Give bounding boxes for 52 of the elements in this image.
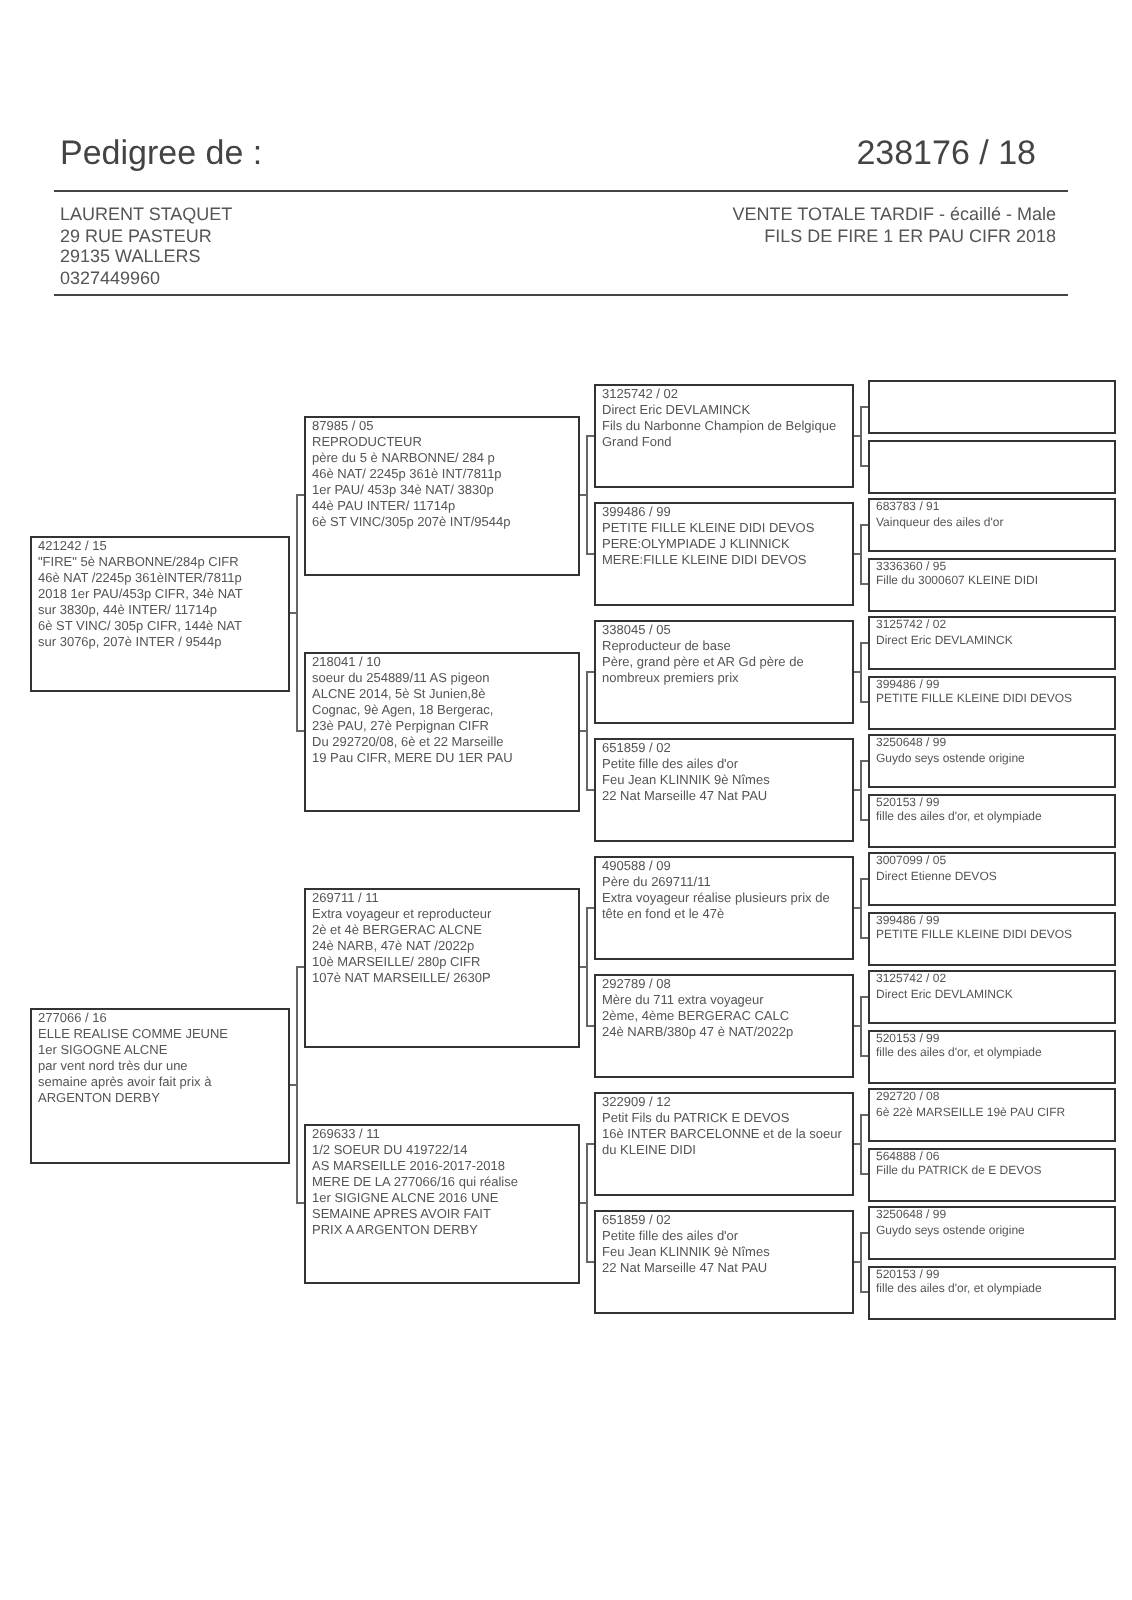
pedigree-box [594, 974, 854, 1078]
pedigree-box [868, 498, 1116, 552]
pedigree-box [594, 1210, 854, 1314]
pedigree-box [304, 1123, 580, 1283]
pedigree-box [868, 675, 1116, 729]
connector-line [853, 553, 869, 585]
owner-text: LAURENT STAQUET [60, 204, 233, 225]
connector-line [289, 1084, 305, 1204]
pedigree-box [304, 651, 580, 811]
pedigree-box [594, 384, 854, 488]
connector-line [853, 435, 869, 467]
pedigree-box [868, 1147, 1116, 1201]
connector-line [853, 789, 869, 821]
connector-line [579, 494, 595, 555]
pedigree-box [594, 620, 854, 724]
connector-line [289, 612, 305, 732]
pedigree-box [594, 502, 854, 606]
pedigree-box [868, 557, 1116, 611]
empty-box [868, 380, 1116, 434]
sale-text: FILS DE FIRE 1 ER PAU CIFR 2018 [764, 225, 1056, 246]
pedigree-box [868, 616, 1116, 670]
pedigree-box [868, 793, 1116, 847]
owner-text: 29135 WALLERS [60, 246, 203, 267]
pedigree-box [30, 1007, 290, 1163]
connector-line [579, 966, 595, 1027]
pedigree-box [868, 1206, 1116, 1260]
connector-line [579, 730, 595, 791]
pedigree-box [594, 738, 854, 842]
pedigree-box [594, 1092, 854, 1196]
connector-line [853, 671, 869, 703]
ring-number: 238176 / 18 [856, 132, 1036, 176]
pedigree-box [868, 852, 1116, 906]
connector-line [853, 907, 869, 939]
connector-line [853, 1261, 869, 1293]
connector-line [579, 1202, 595, 1263]
pedigree-box [868, 911, 1116, 965]
pedigree-box [868, 1088, 1116, 1142]
page-title: Pedigree de : [60, 132, 263, 176]
pedigree-box [868, 970, 1116, 1024]
connector-line [853, 1143, 869, 1175]
owner-text: 29 RUE PASTEUR [60, 225, 214, 246]
pedigree-box [868, 1265, 1116, 1319]
empty-box [868, 439, 1116, 493]
connector-line [853, 1025, 869, 1057]
pedigree-box [594, 856, 854, 960]
sale-text: VENTE TOTALE TARDIF - écaillé - Male [732, 204, 1056, 225]
pedigree-box [304, 415, 580, 575]
pedigree-box [868, 734, 1116, 788]
pedigree-box [304, 887, 580, 1047]
pedigree-box [30, 535, 290, 691]
pedigree-box [868, 1029, 1116, 1083]
owner-text: 0327449960 [60, 267, 163, 288]
